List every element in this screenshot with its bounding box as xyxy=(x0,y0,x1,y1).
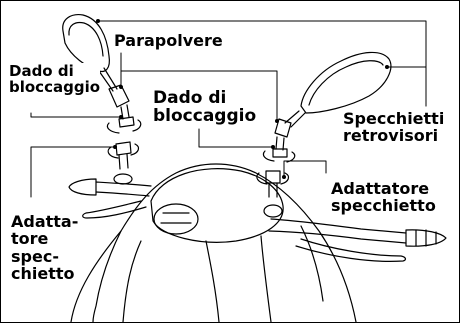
label-lock-nut-right: Dado di bloccaggio xyxy=(153,89,256,126)
label-mirrors: Specchietti retrovisori xyxy=(343,110,444,145)
label-lock-nut-left: Dado di bloccaggio xyxy=(9,63,100,95)
label-dust-cover: Parapolvere xyxy=(114,32,223,49)
label-adapter-right: Adattatore specchietto xyxy=(331,180,436,215)
label-adapter-left: Adatta- tore spec- chietto xyxy=(11,213,78,282)
